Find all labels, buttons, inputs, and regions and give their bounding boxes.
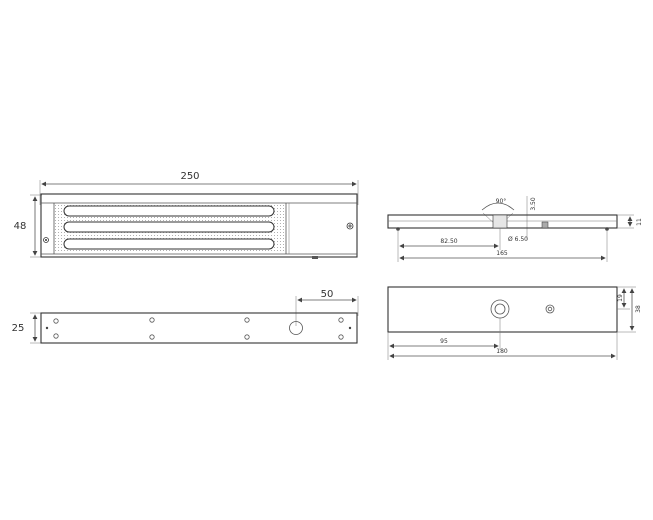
- slot-top: [63, 205, 275, 217]
- countersunk-hole: [492, 214, 508, 229]
- screw-right-icon: [346, 222, 354, 230]
- armature-side-view: 90° 3.50 11 82.50 Ø 6.50: [387, 196, 643, 262]
- armature-top-outline: [387, 286, 618, 333]
- depth-label-38: 38: [635, 305, 642, 313]
- width-label-19: 19: [617, 294, 624, 302]
- mounting-holes: [45, 317, 352, 340]
- dimension-48: 48: [14, 194, 42, 258]
- screw-left-icon: [43, 237, 49, 243]
- dimension-95: 95: [387, 318, 501, 360]
- length-label-165: 165: [496, 250, 508, 257]
- magnet-bottom-outline: [40, 312, 358, 344]
- dimension-19-38: 19 38: [617, 286, 642, 333]
- dimension-165: 165: [399, 229, 608, 262]
- height-label-11: 11: [636, 218, 643, 226]
- small-hole: [545, 304, 555, 314]
- length-label-180: 180: [496, 348, 508, 355]
- magnet-body-outline: [40, 193, 358, 258]
- height-label-25: 25: [12, 323, 25, 334]
- depth-label-3-50: 3.50: [530, 197, 537, 211]
- magnet-front-view: 250 48: [14, 171, 359, 259]
- dimension-250: 250: [39, 171, 359, 205]
- slot-middle: [63, 221, 275, 233]
- angle-label-90: 90°: [496, 198, 507, 205]
- dimension-11: 11: [617, 214, 643, 229]
- dimension-180: 180: [389, 332, 618, 360]
- offset-label-95: 95: [440, 338, 448, 345]
- cable-nub: [312, 256, 318, 259]
- center-hole: [490, 299, 510, 319]
- offset-label-82-50: 82.50: [440, 238, 457, 245]
- height-label-48: 48: [14, 221, 27, 232]
- dimension-50: 50: [295, 289, 359, 326]
- magnet-bottom-view: 50 25: [12, 289, 359, 344]
- dimension-82-50: 82.50: [397, 228, 501, 262]
- armature-top-view: 19 38 95 180: [387, 286, 642, 360]
- hole-diameter-label: Ø 6.50: [508, 236, 528, 243]
- angle-arc: [481, 202, 515, 211]
- offset-label-50: 50: [321, 289, 334, 300]
- width-label-250: 250: [180, 171, 199, 182]
- slot-bottom: [63, 238, 275, 250]
- dimension-25: 25: [12, 312, 42, 344]
